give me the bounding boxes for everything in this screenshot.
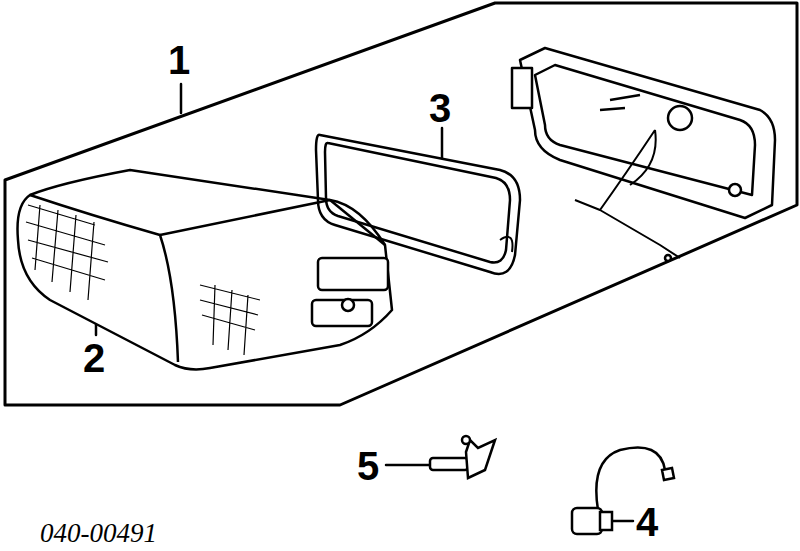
bulb-part-4 <box>572 448 674 535</box>
callout-number: 4 <box>636 502 658 542</box>
housing <box>512 48 775 261</box>
callout-number: 5 <box>357 446 379 486</box>
figure-code: 040-00491 <box>40 520 157 547</box>
callout-number: 2 <box>83 338 105 378</box>
gasket <box>316 135 520 274</box>
assembly-outline <box>5 3 797 405</box>
bulb-part-5 <box>430 436 495 478</box>
lens-grid <box>26 205 260 355</box>
callout-number: 1 <box>168 40 190 80</box>
callout-number: 3 <box>429 88 451 128</box>
lens <box>18 170 393 369</box>
